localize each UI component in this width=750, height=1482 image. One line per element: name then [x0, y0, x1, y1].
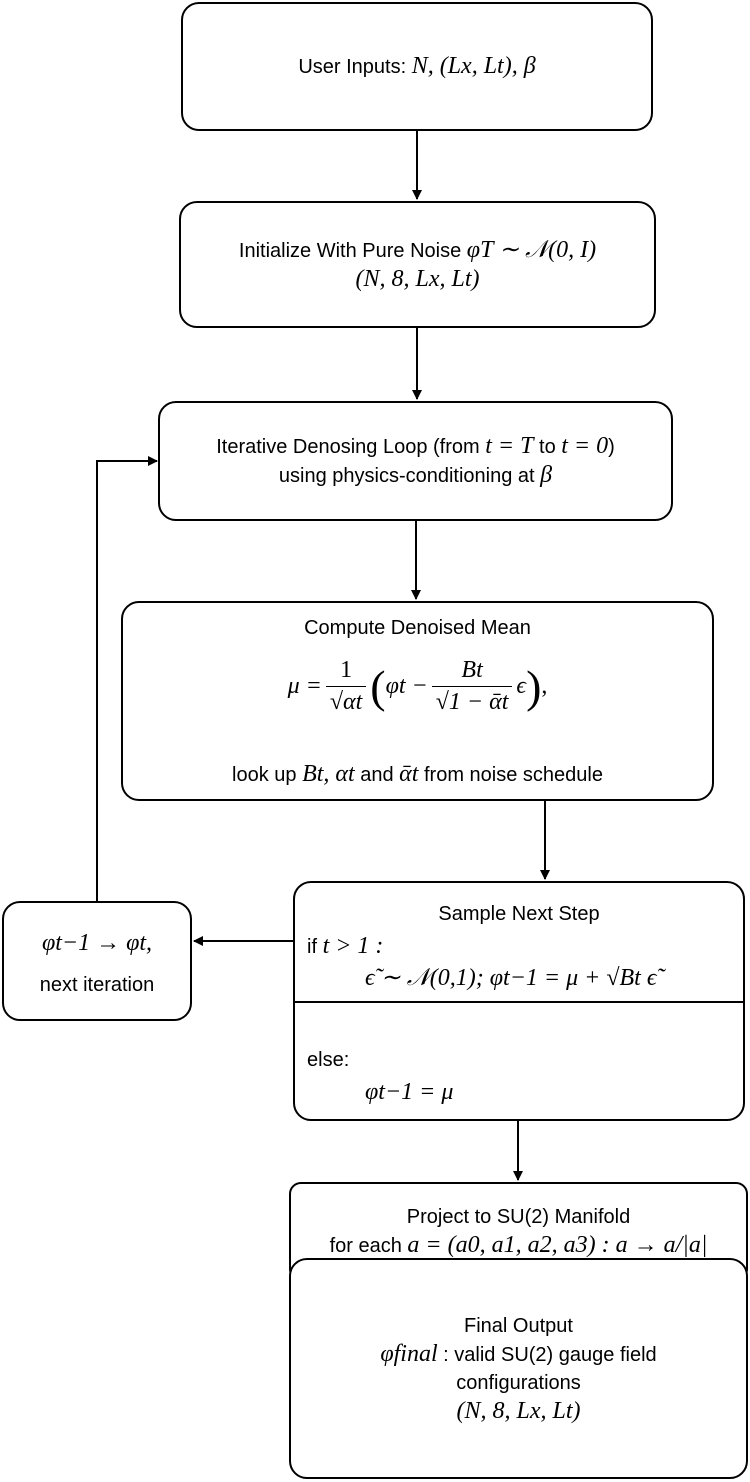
user-inputs-label: User Inputs:: [298, 56, 412, 78]
final-label-2: configurations: [456, 1372, 581, 1394]
formula-lhs: μ =: [287, 673, 322, 699]
formula-open-paren: (: [370, 661, 386, 712]
formula-den-2: √1 − ᾱt: [431, 686, 513, 716]
formula-num-2: Bt: [461, 657, 483, 683]
formula-frac-2: Bt √1 − ᾱt: [431, 657, 513, 716]
project-label: for each: [329, 1235, 408, 1257]
note-math-2: ᾱt: [399, 761, 419, 787]
final-title: Final Output: [464, 1315, 573, 1337]
denoising-loop-node: Iterative Denosing Loop (from t = T to t…: [158, 401, 673, 521]
initialize-label: Initialize With Pure Noise: [238, 240, 467, 262]
loop-end-math: t = 0: [561, 433, 609, 459]
project-title: Project to SU(2) Manifold: [406, 1206, 631, 1228]
user-inputs-node: User Inputs: N, (Lx, Lt), β: [181, 2, 653, 131]
loop-label-2: using physics-conditioning at: [278, 465, 541, 487]
initialize-shape: (N, 8, Lx, Lt): [355, 266, 480, 292]
arrow-next-to-loop: [96, 456, 158, 901]
sample-step-node: Sample Next Step if t > 1 : ϵ̃ ∼ 𝒩(0,1);…: [293, 881, 745, 1121]
loop-to: to: [533, 436, 562, 458]
note-pre: look up: [232, 764, 303, 786]
initialize-node: Initialize With Pure Noise φT ∼ 𝒩(0, I) …: [179, 201, 656, 328]
formula-phi: φt −: [385, 673, 428, 699]
loop-start-math: t = T: [485, 433, 534, 459]
sample-else-label: else:: [307, 1049, 350, 1071]
note-math: Bt, αt: [302, 761, 355, 787]
sample-if-label: if: [307, 936, 323, 958]
formula-tail: ,: [541, 673, 548, 699]
sample-title: Sample Next Step: [438, 903, 600, 925]
loop-beta-math: β: [540, 462, 553, 488]
final-shape: (N, 8, Lx, Lt): [456, 1398, 581, 1424]
final-output-node: Final Output φfinal : valid SU(2) gauge …: [289, 1258, 748, 1479]
denoised-mean-note: look up Bt, αt and ᾱt from noise schedul…: [123, 761, 712, 788]
denoised-mean-title: Compute Denoised Mean: [304, 617, 531, 639]
final-label: : valid SU(2) gauge field: [437, 1344, 657, 1366]
sample-if-body: ϵ̃ ∼ 𝒩(0,1); φt−1 = μ + √Bt ϵ̃: [365, 965, 657, 991]
formula-num-1: 1: [340, 657, 353, 683]
next-iteration-label: next iteration: [39, 973, 155, 996]
sample-divider: [295, 1001, 743, 1003]
user-inputs-math: N, (Lx, Lt), β: [411, 53, 536, 79]
next-iteration-node: φt−1 → φt, next iteration: [2, 901, 192, 1021]
sample-if-row: if t > 1 :: [307, 933, 383, 960]
formula-frac-1: 1 √αt: [325, 657, 367, 716]
formula-eps: ϵ: [516, 673, 527, 699]
sample-if-cond: t > 1 :: [322, 933, 384, 959]
loop-label-1: Iterative Denosing Loop (from: [216, 436, 486, 458]
denoised-mean-formula: μ = 1 √αt ( φt − Bt √1 − ᾱt ϵ ) ,: [123, 657, 712, 716]
sample-else-body: φt−1 = μ: [365, 1079, 454, 1105]
loop-close: ): [608, 436, 615, 458]
formula-close-paren: ): [526, 661, 542, 712]
next-iteration-math: φt−1 → φt,: [41, 929, 153, 956]
note-post: from noise schedule: [418, 764, 603, 786]
project-math: a = (a0, a1, a2, a3) : a → a/|a|: [407, 1232, 708, 1258]
initialize-math: φT ∼ 𝒩(0, I): [466, 237, 597, 263]
denoised-mean-node: Compute Denoised Mean μ = 1 √αt ( φt − B…: [121, 601, 714, 801]
formula-den-1: √αt: [325, 686, 367, 716]
final-math: φfinal: [380, 1341, 438, 1367]
note-and: and: [354, 764, 400, 786]
